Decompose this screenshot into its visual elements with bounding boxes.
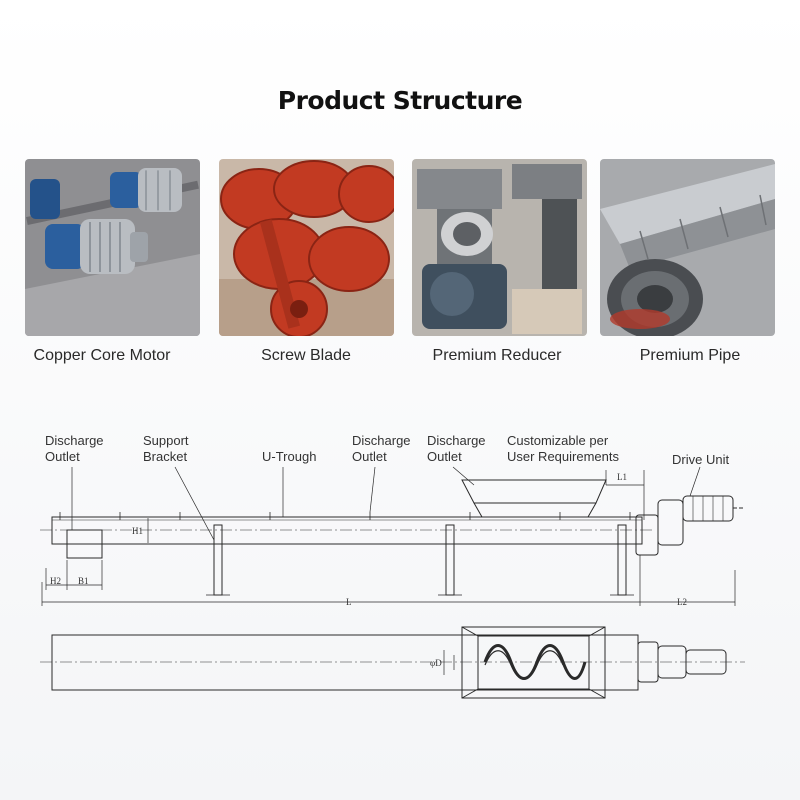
copper-core-motor-photo [25,159,200,336]
dim-h1: H1 [132,526,143,536]
label-discharge-outlet-left: Discharge Outlet [45,433,104,464]
product-parts-gallery: Copper Core Motor Screw Blade Premium Re… [25,159,775,364]
premium-pipe-photo [600,159,775,336]
support-leg-3 [617,524,627,596]
label-drive-unit: Drive Unit [672,452,730,467]
caption-copper-core-motor: Copper Core Motor [33,347,171,364]
premium-reducer-photo [412,159,587,336]
page-title: Product Structure [277,86,523,115]
caption-premium-reducer: Premium Reducer [432,347,562,364]
reducer-photo-icon [412,159,587,336]
support-leg-1 [213,524,223,596]
conveyor-structure-diagram: Discharge Outlet Support Bracket U-Troug… [0,400,800,800]
dim-h2: H2 [50,576,61,586]
pipe-photo-icon [600,159,775,336]
support-leg-2 [445,524,455,596]
caption-premium-pipe: Premium Pipe [639,347,741,364]
dim-l1: L1 [617,472,627,482]
conveyor-drawing [40,466,745,699]
caption-screw-blade: Screw Blade [261,347,351,364]
discharge-outlet-box [66,529,103,559]
label-support-bracket: Support Bracket [143,433,189,464]
label-discharge-outlet-middle: Discharge Outlet [352,433,411,464]
motor-photo-icon [25,159,200,336]
label-u-trough: U-Trough [262,449,317,464]
label-discharge-outlet-right: Discharge Outlet [427,433,486,464]
screw-helix [483,644,587,680]
u-trough-side [51,516,643,545]
dim-l2: L2 [677,597,687,607]
screw-blade-photo [219,159,394,336]
label-customizable: Customizable per User Requirements [507,433,619,464]
screw-blade-photo-icon [219,159,394,336]
dim-l: L [346,597,352,607]
u-trough-top [51,634,639,691]
dim-b1: B1 [78,576,89,586]
inlet-top [461,626,606,699]
dim-d: φD [430,658,442,668]
